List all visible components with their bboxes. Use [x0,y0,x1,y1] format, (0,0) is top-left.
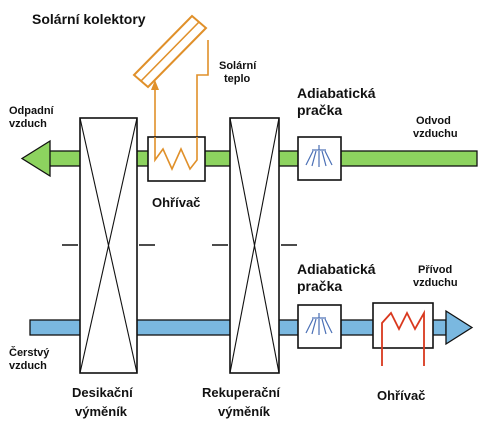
spray-nozzle-icon [305,313,333,335]
bottom-adiabatic-label-line1: Adiabatická [297,261,376,277]
extract-air-label-line1: Odvod [416,115,451,127]
exhaust-air-arrow [20,139,51,178]
heater-coil-icon [154,137,198,171]
bottom-heater-label: Ohřívač [377,388,425,403]
top-adiabatic-washer [297,136,342,181]
spray-nozzle-icon [305,145,333,167]
supply-air-label-line2: vzduchu [413,277,458,289]
solar-collectors-label: Solární kolektory [32,11,146,27]
desiccant-label-line1: Desikační [72,385,133,400]
desiccant-exchanger [62,117,155,374]
solar-heat-label-line2: teplo [224,73,251,85]
recuperative-label-line1: Rekuperační [202,385,280,400]
solar-collector-panel [132,14,208,89]
desiccant-label-line2: výměník [75,404,128,419]
supply-air-arrow [445,309,474,346]
bottom-heater-unit [372,302,434,366]
solar-heat-label-line1: Solární [219,60,257,72]
recuperative-label-line2: výměník [218,404,271,419]
bottom-adiabatic-label-line2: pračka [297,278,342,294]
top-adiabatic-label-line2: pračka [297,102,342,118]
exhaust-air-label-line2: vzduch [9,118,47,130]
recuperative-exchanger [212,117,297,374]
bottom-adiabatic-washer [297,304,342,349]
supply-air-label-line1: Přívod [418,264,452,276]
solar-heat-loop [151,40,209,137]
top-heater-unit [147,136,206,182]
top-heater-label: Ohřívač [152,195,200,210]
heater-coil-icon [381,309,425,366]
extract-air-label-line2: vzduchu [413,128,458,140]
fresh-air-label-line1: Čerstvý [9,346,50,359]
exhaust-air-label-line1: Odpadní [9,105,55,117]
fresh-air-label-line2: vzduch [9,360,47,372]
top-adiabatic-label-line1: Adiabatická [297,85,376,101]
